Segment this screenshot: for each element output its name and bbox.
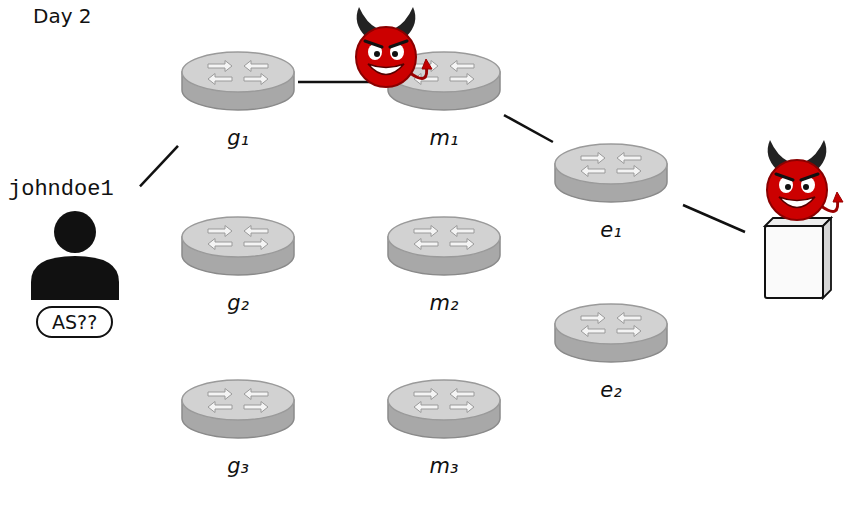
router-icon <box>180 215 296 279</box>
router-icon <box>180 50 296 114</box>
router-node: g₃ <box>178 378 298 488</box>
server-symbol <box>765 218 831 298</box>
user-name: johndoe1 <box>8 178 114 202</box>
router-label: m₁ <box>384 124 504 152</box>
router-label: m₂ <box>384 289 504 317</box>
diagram-title: Day 2 <box>33 4 92 28</box>
router-label: e₁ <box>551 216 671 244</box>
router-icon <box>553 142 669 206</box>
as-pill: AS?? <box>36 306 113 338</box>
router-icon <box>386 215 502 279</box>
router-label: m₃ <box>384 452 504 480</box>
router-node: g₂ <box>178 215 298 325</box>
router-node: e₂ <box>551 302 671 412</box>
attacker-devil <box>767 140 843 220</box>
router-icon <box>553 302 669 366</box>
router-label: g₂ <box>178 289 298 317</box>
link-line <box>140 146 178 186</box>
server-link <box>683 205 745 232</box>
router-node: g₁ <box>178 50 298 160</box>
router-label: e₂ <box>551 376 671 404</box>
router-node: e₁ <box>551 142 671 252</box>
link-line <box>504 115 553 142</box>
router-node: m₂ <box>384 215 504 325</box>
router-icon <box>386 378 502 442</box>
router-node: m₃ <box>384 378 504 488</box>
link-line <box>298 81 384 84</box>
attacker-devil <box>356 7 432 87</box>
router-icon <box>180 378 296 442</box>
router-label: g₁ <box>178 124 298 152</box>
router-node: m₁ <box>384 50 504 160</box>
user-node: johndoe1AS?? <box>8 176 140 342</box>
router-icon <box>386 50 502 114</box>
router-label: g₃ <box>178 452 298 480</box>
